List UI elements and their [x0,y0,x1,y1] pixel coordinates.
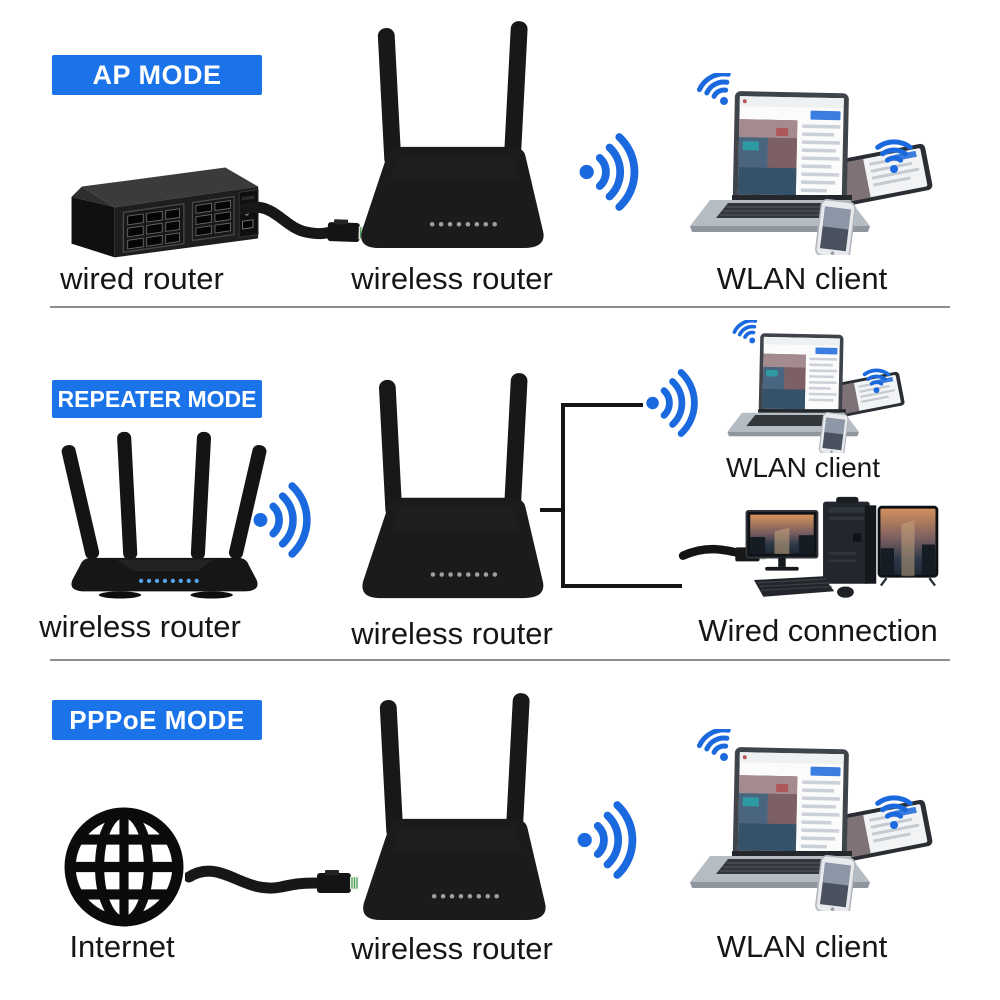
wired-router-illustration [71,167,259,258]
four-antenna-router-illustration [61,431,267,599]
smartphone [815,198,856,255]
section-divider [50,659,950,661]
led-indicators [139,578,199,583]
repeater-mode-badge-label: REPEATER MODE [57,385,257,412]
wifi-fan-icon [696,729,731,761]
internet-label: Internet [69,929,175,964]
antenna [117,431,138,560]
wireless-router-label: wireless router [351,931,553,966]
monitor [745,510,819,571]
tv [877,505,939,587]
wireless-router-illustration [363,693,546,921]
mouse [837,586,854,598]
ap-mode-badge-label: AP MODE [92,59,222,90]
pppoe-mode-badge: PPPoE MODE [52,700,262,740]
wifi-fan-icon [696,73,731,105]
switch-side [71,196,115,258]
antenna [506,693,530,837]
wireless-router-illustration [362,373,544,599]
wlan-client-label: WLAN client [725,452,881,483]
antenna [504,21,528,165]
wlan-client-label: WLAN client [716,929,888,964]
smartphone [818,412,849,453]
wifi-fan-icon [862,368,891,394]
wireless-router-label: wireless router [351,616,553,651]
wifi-fan-icon [732,320,758,344]
antenna [379,700,404,839]
wired-router-label: wired router [60,261,224,296]
ap-mode-badge: AP MODE [52,55,262,95]
router-body [71,557,258,592]
antenna [228,444,267,560]
led-indicators [431,893,499,899]
pc-tower [823,496,877,584]
repeater-mode-badge: REPEATER MODE [52,380,262,418]
wlan-client-devices [690,73,933,255]
smartphone [815,854,856,911]
antenna [504,373,528,516]
wired-connection-label: Wired connection [698,613,938,648]
ethernet-cable [678,545,747,560]
wifi-signal-icon [577,801,637,879]
wifi-signal-icon [646,369,698,437]
wifi-fan-icon [875,795,913,829]
wlan-client-devices [727,320,905,453]
antenna [377,28,402,167]
wireless-router-label: wireless router [39,609,241,644]
wifi-signal-icon [579,133,639,211]
ethernet-cable [185,865,358,894]
wlan-client-label: WLAN client [716,261,888,296]
wifi-fan-icon [875,139,913,173]
led-indicators [429,221,497,227]
wired-connection-devices [678,496,939,598]
branch-connector-lines [540,508,563,512]
keyboard [753,576,835,597]
wireless-router-illustration [361,21,544,249]
pppoe-mode-badge-label: PPPoE MODE [69,704,245,735]
wireless-router-label: wireless router [351,261,553,296]
antenna [190,431,212,560]
wifi-signal-icon [253,482,311,558]
switch-top [81,167,259,208]
laptop [690,747,870,888]
wlan-client-devices [690,729,933,911]
section-divider [50,306,950,308]
antenna [61,444,100,560]
ethernet-cable [240,201,367,243]
tablet [832,143,933,207]
rj45-connector [317,870,358,893]
switch-port-panels [122,189,259,253]
globe-internet-icon [64,807,184,927]
led-indicators [430,572,498,577]
antenna [379,379,403,518]
